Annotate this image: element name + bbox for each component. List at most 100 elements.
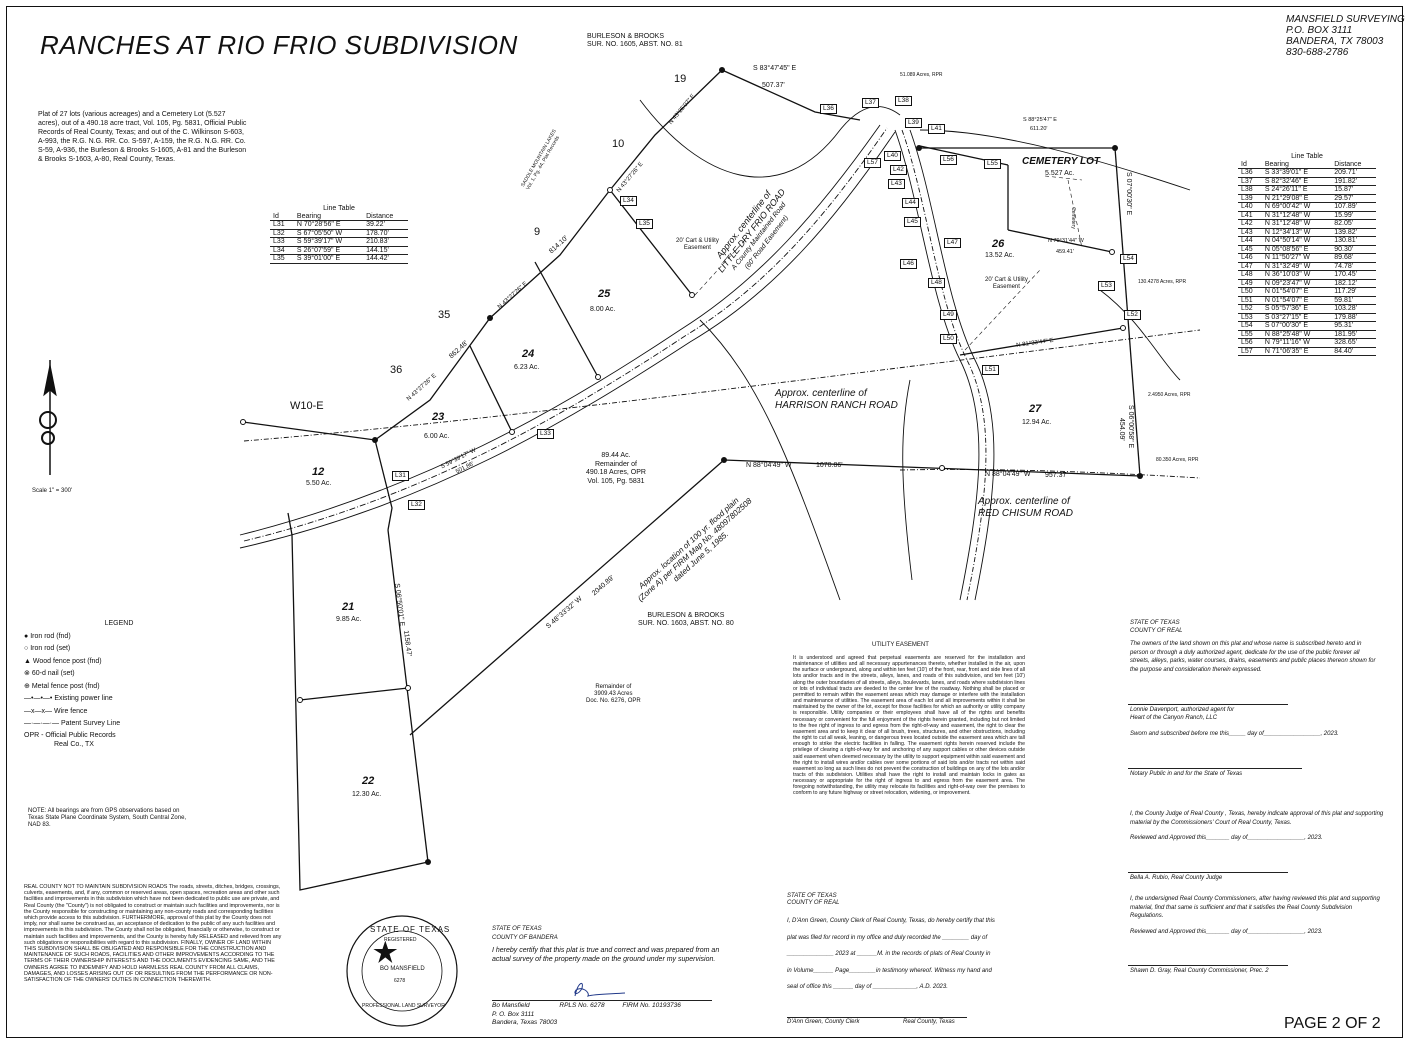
legend-opr-line1: OPR - Official Public Records: [24, 731, 116, 739]
distance-cell: 117.29': [1331, 287, 1376, 297]
line-id-cell: L40: [1238, 202, 1262, 212]
easement-1-line2: Easement: [683, 245, 711, 251]
bearing-cell: S 05°57'36" E: [1261, 304, 1332, 314]
distance-cell: 178.70': [363, 229, 408, 238]
bearing-cell: S 82°32'46" E: [1261, 177, 1332, 186]
line-id-cell: L54: [1238, 321, 1262, 331]
cemetery-inner-label: Cemetery: [1069, 207, 1076, 229]
bearing-cell: N 79°11'16" W: [1261, 338, 1332, 348]
line-tag-l43: L43: [888, 179, 905, 189]
line-tag-l54: L54: [1120, 254, 1137, 264]
surveyor-box: P.O. BOX 3111: [1286, 25, 1353, 36]
line-id-cell: L49: [1238, 279, 1262, 288]
bearing-cell: S 03°27'15" E: [1261, 313, 1332, 322]
bearing-b12: S 07°00'30" E: [1125, 172, 1132, 216]
bearing-cell: N 09°23'47" W: [1261, 279, 1332, 288]
lt-left-h-id: Id: [270, 212, 294, 221]
lot-26-acres: 13.52 Ac.: [985, 252, 1015, 259]
bearing-cell: N 04°50'14" W: [1261, 236, 1332, 246]
judge-sig-line: [1128, 872, 1288, 873]
lt-left-h-distance: Distance: [363, 212, 408, 221]
distance-b1: 507.37': [762, 82, 785, 89]
owner-cert-county: COUNTY OF REAL: [1130, 627, 1183, 634]
red-chisum-line2: RED CHISUM ROAD: [978, 508, 1074, 519]
line-tag-l57: L57: [864, 158, 881, 168]
legend-item: ⊕ Metal fence post (fnd): [24, 681, 174, 694]
remainder-490-line4: Vol. 105, Pg. 5831: [587, 477, 645, 485]
line-tag-l47: L47: [944, 238, 961, 248]
line-id-cell: L31: [270, 220, 294, 230]
commissioner-sig-line: [1128, 965, 1288, 966]
legend-item: ● Iron rod (fnd): [24, 631, 174, 644]
lot-24-acres: 6.23 Ac.: [514, 364, 540, 371]
lot-24-number: 24: [522, 348, 535, 360]
line-id-cell: L42: [1238, 219, 1262, 229]
line-tag-l48: L48: [928, 278, 945, 288]
red-chisum-line1: Approx. centerline of: [978, 496, 1070, 507]
line-tag-l44: L44: [902, 198, 919, 208]
utility-easement-title: UTILITY EASEMENT: [872, 642, 929, 648]
line-id-cell: L43: [1238, 228, 1262, 237]
legend-title: LEGEND: [104, 620, 134, 627]
distance-b11: 611.20': [1030, 126, 1048, 132]
adjoiner-acres-4: 80.350 Acres, RPR: [1156, 457, 1199, 463]
line-id-cell: L53: [1238, 313, 1262, 322]
line-id-cell: L47: [1238, 262, 1262, 271]
judge-approval-text: I, the County Judge of Real County , Tex…: [1130, 811, 1384, 826]
seal-number: 6278: [394, 978, 406, 984]
line-tag-l52: L52: [1124, 310, 1141, 320]
legend-label: Iron rod (set): [30, 645, 71, 652]
line-id-cell: L35: [270, 254, 294, 264]
bearing-cell: N 05°08'56" E: [1261, 245, 1332, 254]
iron-rod-fnd-icon: ●: [24, 632, 29, 640]
distance-cell: 74.78': [1331, 262, 1376, 271]
line-id-cell: L38: [1238, 185, 1262, 195]
lot-25-acres: 8.00 Ac.: [590, 306, 616, 313]
distance-cell: 170.45': [1331, 270, 1376, 280]
clerk-cert-line4: in Volume______ Page________in testimony…: [787, 967, 992, 974]
distance-cell: 179.88': [1331, 313, 1376, 322]
legend-item: ▲ Wood fence post (fnd): [24, 656, 174, 669]
drawing-frame: [6, 6, 1403, 1038]
distance-cell: 59.81': [1331, 296, 1376, 305]
patent-line-icon: —·—·—·—: [24, 720, 59, 727]
road-maintenance-notice: REAL COUNTY NOT TO MAINTAIN SUBDIVISION …: [24, 884, 282, 984]
judge-reviewed: Reviewed and Approved this_______ day of…: [1130, 835, 1323, 841]
judge-name: Bella A. Rubio, Real County Judge: [1130, 875, 1223, 881]
distance-cell: 191.82': [1331, 177, 1376, 186]
line-tag-l49: L49: [940, 310, 957, 320]
distance-cell: 15.99': [1331, 211, 1376, 220]
remainder-490-line2: Remainder of: [594, 460, 637, 468]
bearing-cell: N 31°32'49" W: [1261, 262, 1332, 271]
lot-w10e: W10-E: [290, 400, 324, 412]
line-id-cell: L33: [270, 237, 294, 247]
plat-title: RANCHES AT RIO FRIO SUBDIVISION: [40, 30, 518, 60]
bearing-cell: N 01°54'07" E: [1261, 287, 1332, 297]
owner-sig-line: [1128, 704, 1288, 705]
lot-12-number: 12: [312, 466, 325, 478]
bearing-b13: S 06°00'58" E: [1127, 405, 1134, 449]
distance-cell: 328.65': [1331, 338, 1376, 348]
clerk-cert-line3: ______________ 2023 at ______M. in the r…: [787, 951, 991, 957]
owner-agent-line1: Lonnie Davenport, authorized agent for: [1130, 707, 1235, 713]
lot-12-acres: 5.50 Ac.: [306, 480, 332, 487]
bearing-cell: S 24°26'11" E: [1261, 185, 1332, 195]
distance-cell: 39.22': [363, 220, 408, 230]
harrison-line1: Approx. centerline of: [775, 388, 867, 399]
distance-cell: 209.71': [1331, 168, 1376, 178]
utility-easement-text: It is understood and agreed that perpetu…: [793, 655, 1025, 797]
north-arrow-icon: [39, 360, 57, 475]
set-rod-markers: [240, 187, 1126, 703]
distance-cell: 95.31': [1331, 321, 1376, 331]
lot-22-acres: 12.30 Ac.: [352, 791, 382, 798]
line-id-cell: L36: [1238, 168, 1262, 178]
iron-rod-set-icon: ○: [24, 645, 29, 652]
